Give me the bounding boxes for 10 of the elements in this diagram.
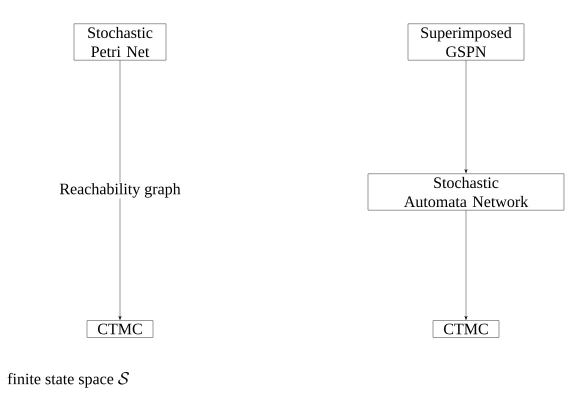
process-box: CTMC: [432, 320, 500, 338]
caption-text: finite state space $\mathcal{S}$: [8, 372, 129, 388]
process-box: CTMC: [86, 320, 154, 338]
arrow: [464, 60, 468, 174]
edge-label: Reachability graph: [60, 183, 180, 198]
process-box: Superimposed GSPN: [408, 24, 524, 60]
arrow: [118, 60, 122, 320]
process-box: Stochastic Automata Network: [368, 174, 564, 210]
arrow: [464, 210, 468, 320]
process-box: Stochastic Petri Net: [74, 24, 166, 60]
